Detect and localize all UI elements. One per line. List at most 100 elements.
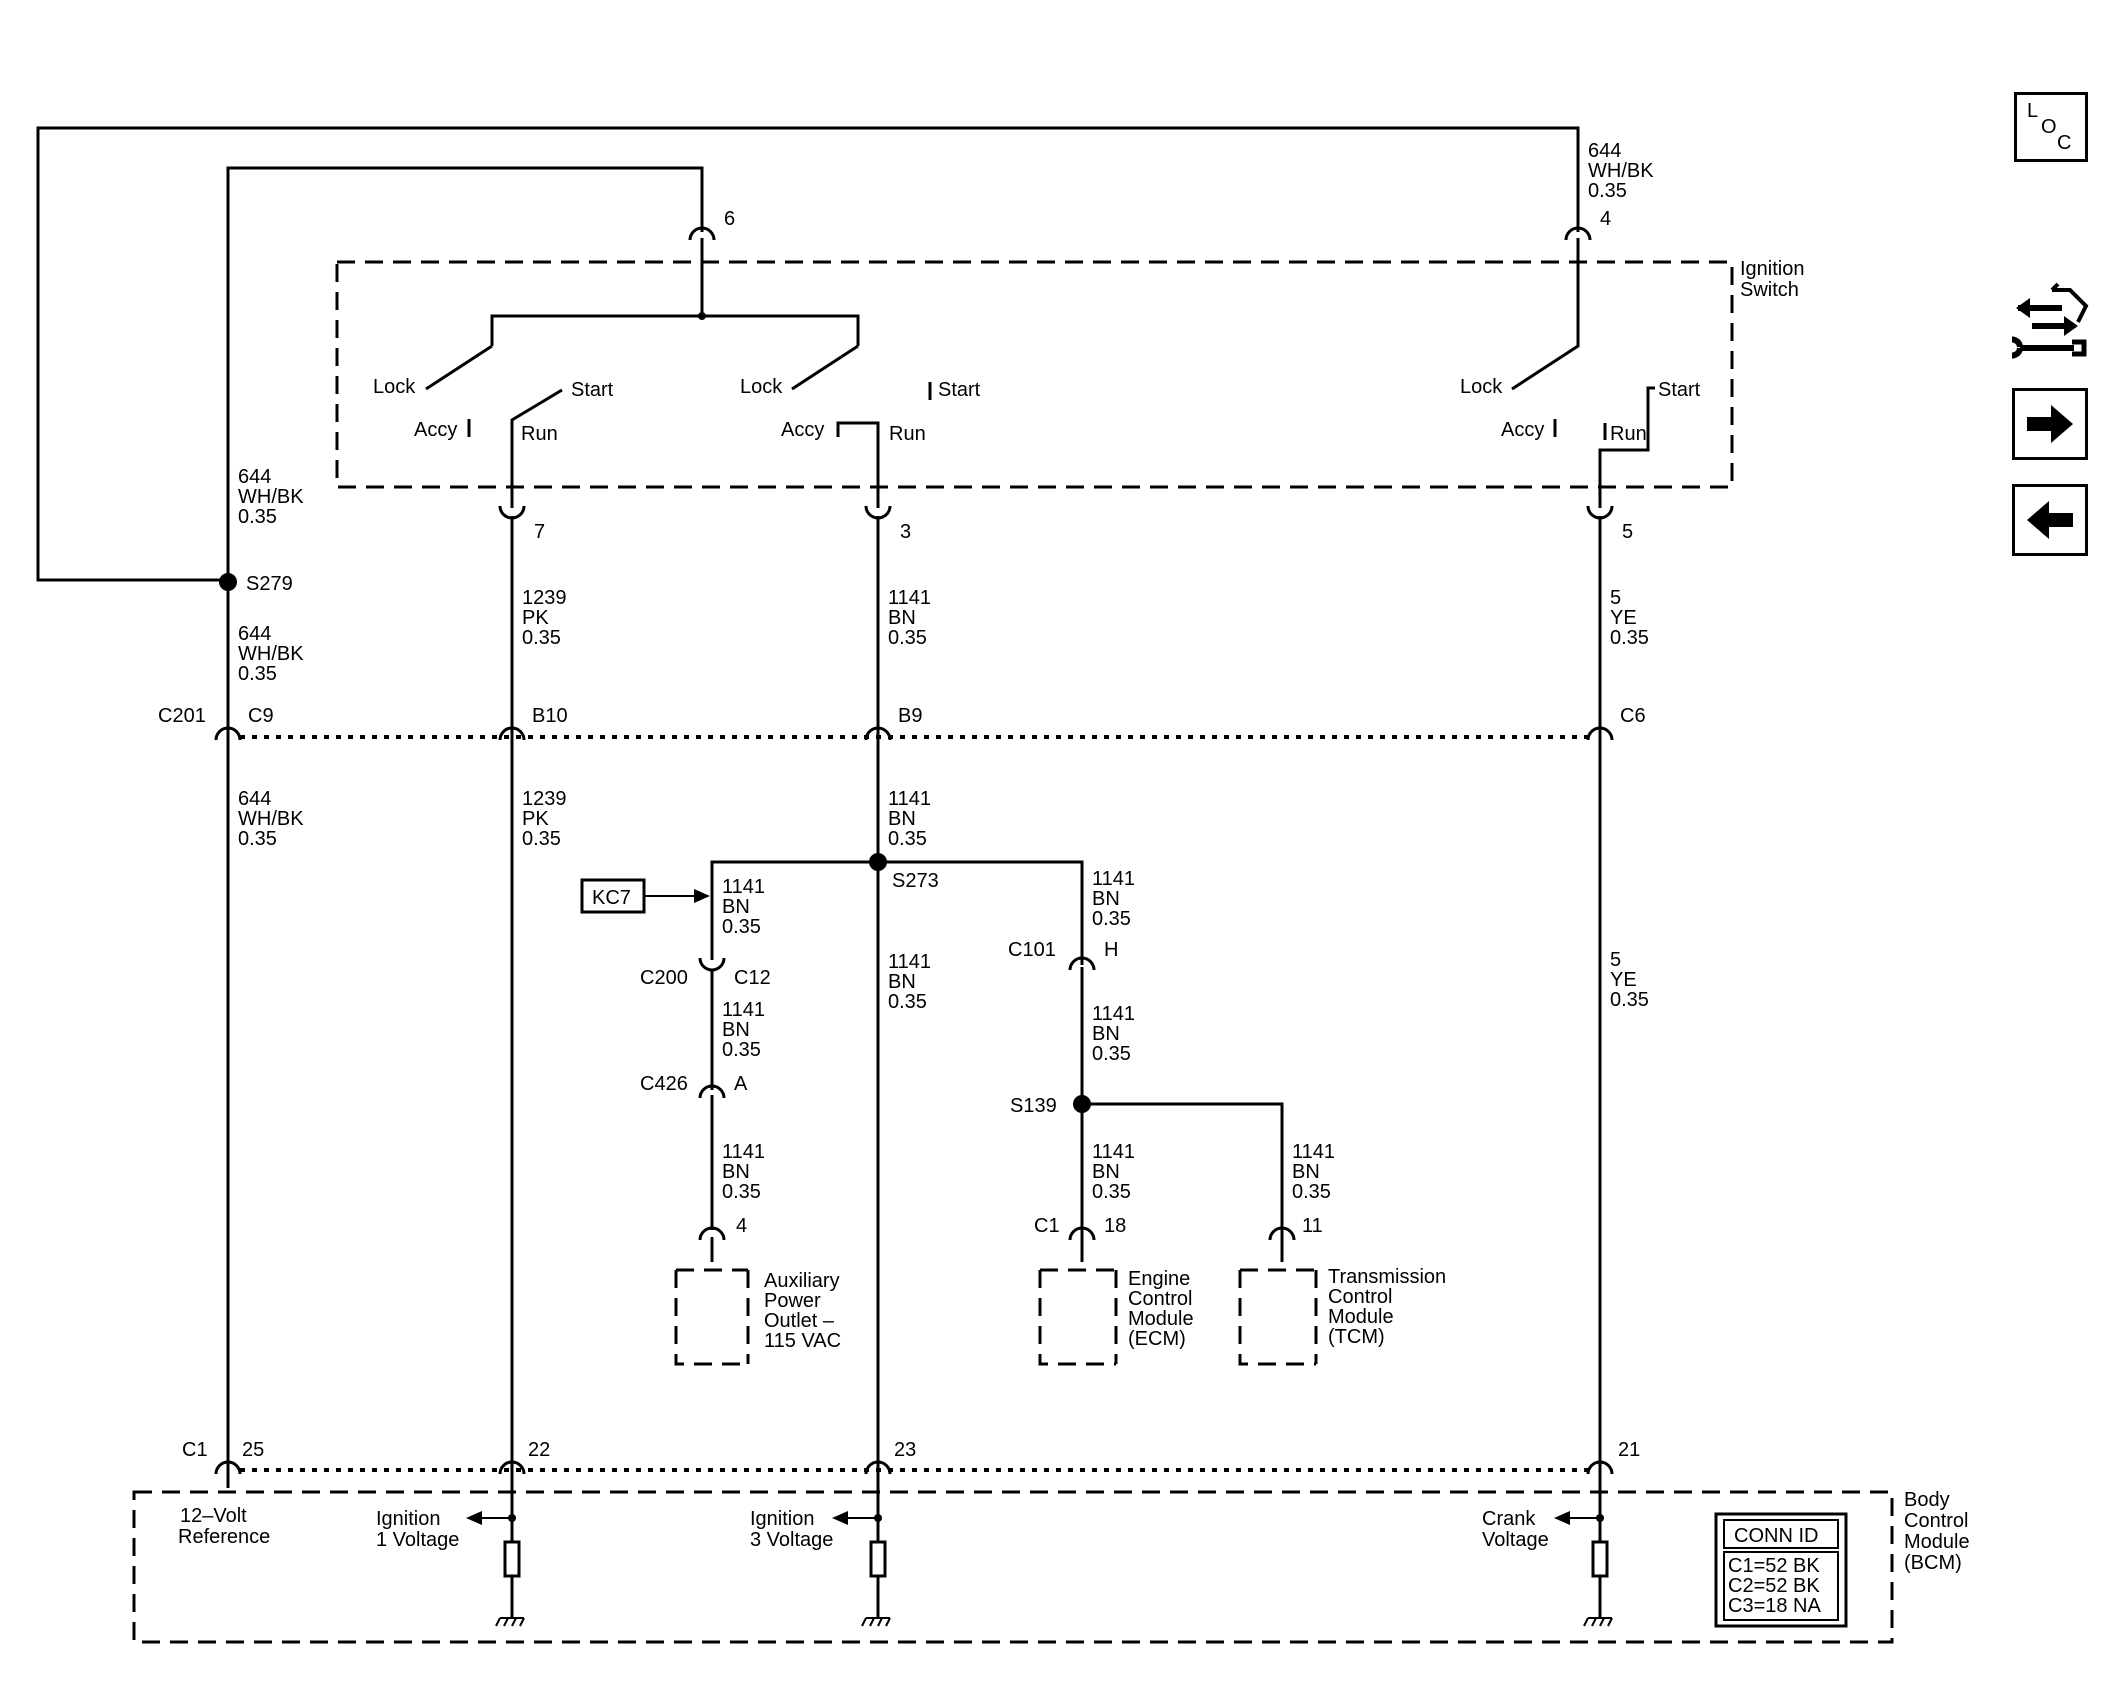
back-arrow-icon[interactable] (2012, 484, 2088, 556)
tcm-label-2: Control (1328, 1286, 1392, 1308)
wl-ll-1: 644 (238, 788, 271, 810)
wl-c101u-3: 0.35 (1092, 908, 1131, 930)
switch-2-run: Run (889, 423, 926, 445)
switch-2-lock: Lock (740, 376, 783, 398)
ignition-switch-name-1: Ignition (1740, 258, 1805, 280)
schematic-icon[interactable] (2001, 278, 2092, 368)
wl-ecm-3: 0.35 (1092, 1181, 1131, 1203)
wl-c200-3: 0.35 (722, 1039, 761, 1061)
switch-3-run: Run (1610, 423, 1647, 445)
wl-bnu-1: 1141 (888, 587, 931, 609)
pin-c12-label: C12 (734, 967, 771, 989)
wl-c426-1: 1141 (722, 1141, 765, 1163)
wl-lm-2: WH/BK (238, 643, 304, 665)
wl-c426-2: BN (722, 1161, 750, 1183)
switch-arm-1 (425, 344, 493, 391)
wl-pkl-3: 0.35 (522, 828, 561, 850)
pin-21-label: 21 (1618, 1439, 1640, 1461)
connector-c101 (1068, 956, 1096, 971)
wl-tcm-1: 1141 (1292, 1141, 1335, 1163)
bcm-outline (132, 1490, 1894, 1644)
ecm-box (1038, 1268, 1118, 1366)
wl-kc7-1: 1141 (722, 876, 765, 898)
wl-lm-3: 0.35 (238, 663, 277, 685)
forward-arrow-icon[interactable] (2012, 388, 2088, 460)
switch-arm-2 (791, 344, 859, 391)
ecm-label-4: (ECM) (1128, 1328, 1186, 1350)
wl-s273-3: 0.35 (888, 991, 927, 1013)
switch-1-run: Run (521, 423, 558, 445)
splice-s279 (219, 573, 237, 591)
pin-ecm-18-label: 18 (1104, 1215, 1126, 1237)
splice-s273 (869, 853, 887, 871)
pin-3-label: 3 (900, 521, 911, 543)
loc-c: C (2057, 132, 2071, 154)
bcm-c1-pins (214, 1460, 1614, 1488)
wl-c101u-1: 1141 (1092, 868, 1135, 890)
bcm-ign1-1: Ignition (376, 1508, 441, 1530)
wl-pku-3: 0.35 (522, 627, 561, 649)
wire-label-top-right-2: WH/BK (1588, 160, 1654, 182)
wl-kc7-2: BN (722, 896, 750, 918)
pin-6-label: 6 (724, 208, 735, 230)
ignition-switch-name-2: Switch (1740, 279, 1799, 301)
switch-1-accy: Accy (414, 419, 457, 441)
wl-bnu-3: 0.35 (888, 627, 927, 649)
wl-pkl-1: 1239 (522, 788, 567, 810)
wl-yel-1: 5 (1610, 949, 1621, 971)
wl-c101u-2: BN (1092, 888, 1120, 910)
tcm-label-4: (TCM) (1328, 1326, 1385, 1348)
wl-ll-3: 0.35 (238, 828, 277, 850)
wl-tcm-3: 0.35 (1292, 1181, 1331, 1203)
switch-1-lock: Lock (373, 376, 416, 398)
connector-c426 (698, 1084, 726, 1099)
wl-pku-2: PK (522, 607, 549, 629)
tcm-box (1238, 1268, 1318, 1366)
loc-button[interactable]: L O C (2014, 92, 2088, 162)
wl-kc7-3: 0.35 (722, 916, 761, 938)
wire-outer-loop (36, 126, 1580, 582)
wl-ecm-1: 1141 (1092, 1141, 1135, 1163)
splice-s139-label: S139 (1010, 1095, 1057, 1117)
ecm-c1-label: C1 (1034, 1215, 1060, 1237)
pin-h-label: H (1104, 939, 1118, 961)
loc-o: O (2041, 116, 2057, 138)
bcm-label-4: (BCM) (1904, 1552, 1962, 1574)
loc-l: L (2027, 100, 2038, 122)
wl-yeu-3: 0.35 (1610, 627, 1649, 649)
wl-yeu-2: YE (1610, 607, 1637, 629)
switch-2-start: Start (938, 379, 981, 401)
wl-ll-2: WH/BK (238, 808, 304, 830)
pin-7-label: 7 (534, 521, 545, 543)
pin-23-label: 23 (894, 1439, 916, 1461)
connector-ecm-18 (1068, 1226, 1096, 1241)
bcm-input-ign1 (466, 1488, 525, 1627)
pin-4-label: 4 (1600, 208, 1611, 230)
switch-2-accy: Accy (781, 419, 824, 441)
conn-id-row-3: C3=18 NA (1728, 1595, 1821, 1617)
conn-id-row-1: C1=52 BK (1728, 1555, 1820, 1577)
wl-c200-2: BN (722, 1019, 750, 1041)
wl-bnl-1: 1141 (888, 788, 931, 810)
bcm-crank-1: Crank (1482, 1508, 1536, 1530)
connector-tcm-11 (1268, 1226, 1296, 1241)
wl-yel-3: 0.35 (1610, 989, 1649, 1011)
pin-5-label: 5 (1622, 521, 1633, 543)
wl-pkl-2: PK (522, 808, 549, 830)
apo-label-2: Power (764, 1290, 821, 1312)
ecm-label-3: Module (1128, 1308, 1194, 1330)
conn-id-table (1714, 1512, 1848, 1628)
pin-apo-4-label: 4 (736, 1215, 747, 1237)
wire-label-top-right-1: 644 (1588, 140, 1621, 162)
connector-pin-6 (688, 226, 716, 241)
c201-pins (214, 726, 1614, 755)
bcm-crank-2: Voltage (1482, 1529, 1549, 1551)
wl-c200-1: 1141 (722, 999, 765, 1021)
bcm-label-1: Body (1904, 1489, 1950, 1511)
tcm-label-3: Module (1328, 1306, 1394, 1328)
ecm-label-1: Engine (1128, 1268, 1190, 1290)
bcm-label-2: Control (1904, 1510, 1968, 1532)
wl-yeu-1: 5 (1610, 587, 1621, 609)
apo-box (674, 1268, 750, 1366)
